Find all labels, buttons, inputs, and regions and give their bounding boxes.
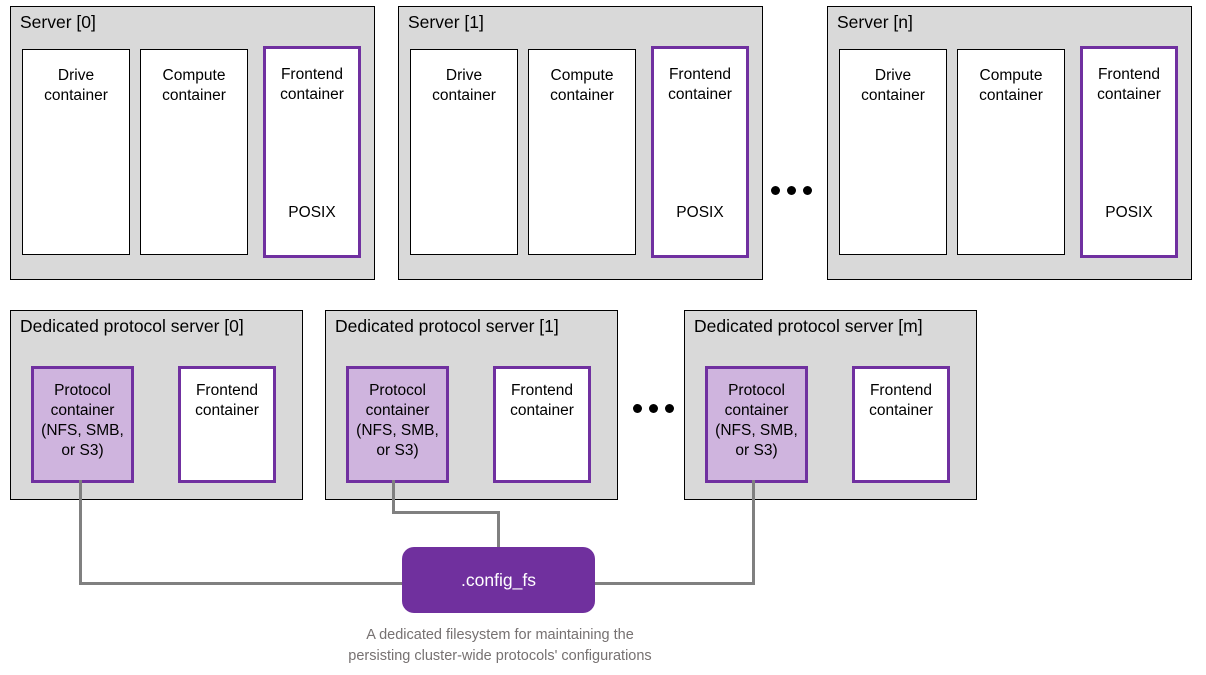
server-panel-n-title: Server [n] — [837, 12, 913, 32]
connector-protocol-1-vertical-lower — [497, 511, 500, 553]
ellipsis-dot — [649, 404, 658, 413]
server-panel-1-title: Server [1] — [408, 12, 484, 32]
config-fs-caption: A dedicated filesystem for maintaining t… — [300, 625, 700, 667]
config-fs-caption-line-2: persisting cluster-wide protocols' confi… — [348, 648, 652, 664]
config-fs-label: .config_fs — [461, 570, 536, 590]
protocol-server-panel-m-title: Dedicated protocol server [m] — [694, 316, 923, 336]
connector-protocol-m-horizontal — [590, 582, 755, 585]
connector-protocol-1-vertical-upper — [392, 480, 395, 513]
ellipsis-dot — [665, 404, 674, 413]
connector-protocol-m-vertical — [752, 480, 755, 585]
config-fs-node[interactable]: .config_fs — [402, 547, 595, 613]
connector-protocol-0-horizontal — [79, 582, 409, 585]
ellipsis-dot — [633, 404, 642, 413]
protocol-servers-row-ellipsis — [633, 404, 674, 413]
protocol-server-panel-0-title: Dedicated protocol server [0] — [20, 316, 244, 336]
container-sublabel-posix: POSIX — [676, 204, 724, 221]
ellipsis-dot — [771, 186, 780, 195]
protocol-server-panel-1-title: Dedicated protocol server [1] — [335, 316, 559, 336]
servers-row-ellipsis — [771, 186, 812, 195]
connector-protocol-1-horizontal — [392, 511, 500, 514]
container-sublabel-posix: POSIX — [288, 204, 336, 221]
server-panel-0-title: Server [0] — [20, 12, 96, 32]
container-sublabel-posix: POSIX — [1105, 204, 1153, 221]
ellipsis-dot — [787, 186, 796, 195]
ellipsis-dot — [803, 186, 812, 195]
connector-protocol-0-vertical — [79, 480, 82, 585]
config-fs-caption-line-1: A dedicated filesystem for maintaining t… — [366, 627, 634, 643]
